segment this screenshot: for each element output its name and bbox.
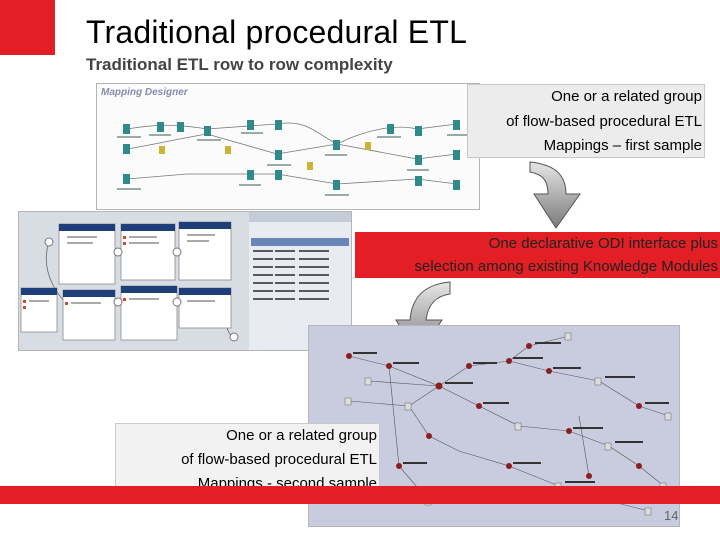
callout-second-line-2: of flow-based procedural ETL — [181, 451, 377, 468]
callout-declarative-line-2: selection among existing Knowledge Modul… — [414, 258, 718, 275]
callout-second-line-1: One or a related group — [226, 427, 377, 444]
brand-red-corner — [0, 0, 55, 55]
callout-second-sample: One or a related group of flow-based pro… — [115, 423, 380, 495]
mapping-graph-2 — [344, 332, 672, 516]
mapping-graph-1 — [117, 120, 471, 196]
odi-interface-screenshot — [18, 211, 352, 351]
mapping-screenshot-first-sample: Mapping Designer — [96, 83, 480, 210]
callout-first-line-3: Mappings – first sample — [543, 137, 702, 154]
brand-red-footer-bar — [0, 486, 720, 504]
slide-subtitle: Traditional ETL row to row complexity — [86, 55, 393, 74]
callout-declarative-line-1: One declarative ODI interface plus — [488, 235, 718, 252]
odi-interface-diagram — [19, 212, 351, 350]
callout-first-line-1: One or a related group — [551, 88, 702, 105]
callout-declarative-interface: One declarative ODI interface plus selec… — [355, 232, 720, 278]
slide-title: Traditional procedural ETL — [86, 14, 468, 50]
page-number: 14 — [664, 508, 679, 523]
callout-first-line-2: of flow-based procedural ETL — [506, 112, 702, 130]
curved-arrow-1 — [529, 161, 581, 229]
callout-first-sample: One or a related group of flow-based pro… — [467, 84, 705, 158]
mapping-designer-title: Mapping Designer — [101, 87, 188, 98]
